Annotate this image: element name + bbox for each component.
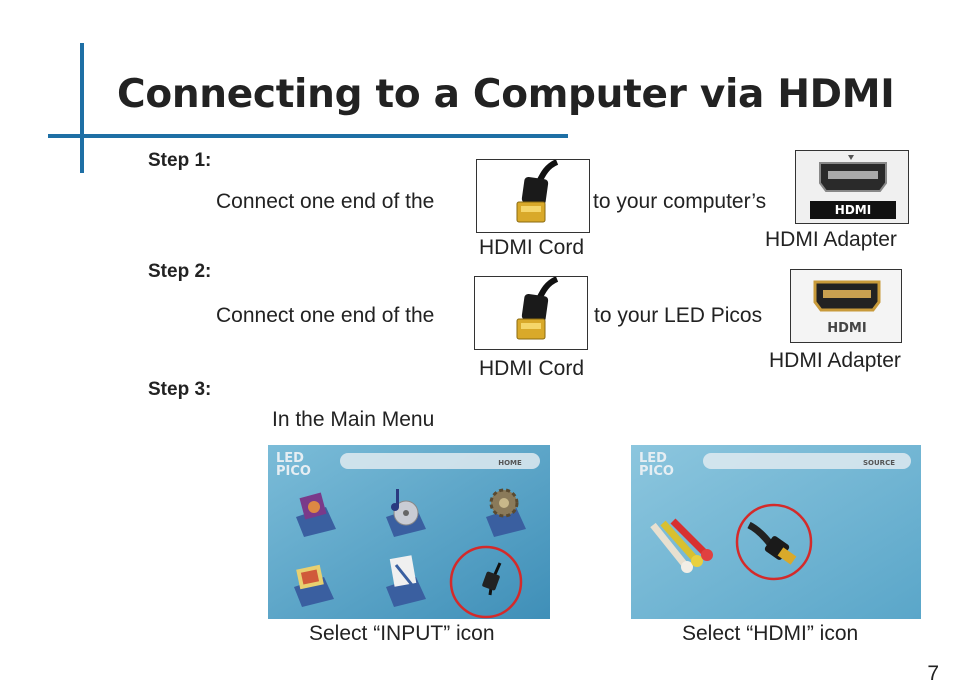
photo-icon [294,564,334,607]
step-2-text-after: to your LED Picos [594,304,763,327]
logo-led-text: LED [276,451,304,466]
main-menu-screenshot: LED PICO HOME [268,445,550,619]
hdmi-cord-image [476,159,590,233]
notes-icon [386,555,426,607]
input-icon[interactable] [482,562,502,596]
hdmi-caption: Select “HDMI” icon [682,622,859,645]
logo-pico-text: PICO [639,464,674,479]
step-1-label: Step 1: [148,150,212,171]
hdmi-logo-text: HDMI [835,203,871,217]
step-2-adapter-caption: HDMI Adapter [769,349,901,372]
page-title: Connecting to a Computer via HDMI [117,72,895,117]
step-1-text-after: to your computer’s [593,190,767,213]
screen-header-home: HOME [498,459,522,467]
step-3-label: Step 3: [148,379,212,400]
accent-horizontal-bar [48,134,568,138]
hdmi-port-icon: HDMI [791,270,901,342]
source-menu-screen: LED PICO SOURCE [631,445,921,619]
hdmi-adapter-image: HDMI [795,150,909,224]
step-2-label: Step 2: [148,261,212,282]
step-1-adapter-caption: HDMI Adapter [765,228,897,251]
hdmi-port-icon: HDMI [796,151,908,223]
page-number: 7 [927,662,939,685]
logo-pico-text: PICO [276,464,311,479]
video-icon [296,492,336,537]
hdmi-logo-text: HDMI [827,321,866,336]
hdmi-cord-icon [516,277,559,340]
hdmi-icon[interactable] [747,521,797,565]
logo-led-text: LED [639,451,667,466]
hdmi-adapter-image-2: HDMI [790,269,902,343]
av-cables-icon [650,518,713,573]
screen-header-source: SOURCE [863,459,895,467]
main-menu-screen: LED PICO HOME [268,445,550,619]
settings-icon [486,488,526,537]
step-2-text-before: Connect one end of the [216,304,435,327]
step-1-text-before: Connect one end of the [216,190,435,213]
hdmi-cord-icon [516,160,559,223]
step-1-cord-caption: HDMI Cord [479,236,585,259]
accent-vertical-bar [80,43,84,173]
input-caption: Select “INPUT” icon [309,622,495,645]
highlight-circle [735,503,813,581]
highlight-circle [449,545,523,619]
music-icon [386,489,426,537]
step-2-cord-caption: HDMI Cord [479,357,585,380]
source-menu-screenshot: LED PICO SOURCE [631,445,921,619]
hdmi-cord-image-2 [474,276,588,350]
step-3-text: In the Main Menu [272,408,435,431]
